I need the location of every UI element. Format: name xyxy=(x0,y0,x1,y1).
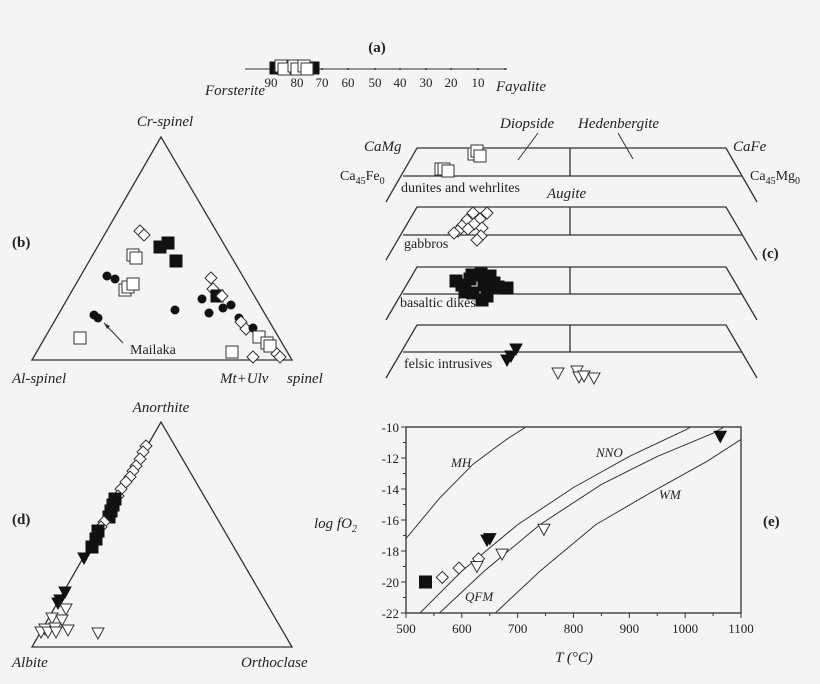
forsterite-label: Forsterite xyxy=(204,83,265,99)
olivine-ticks xyxy=(271,68,506,70)
diopside-label: Diopside xyxy=(499,116,555,132)
y-tick-label: -16 xyxy=(382,513,400,528)
pyroxene-row-felsic: felsic intrusives xyxy=(385,324,758,385)
olivine-markers xyxy=(269,59,320,76)
dunites-label: dunites and wehrlites xyxy=(401,181,520,196)
x-tick-label: 900 xyxy=(620,621,640,636)
nno-label: NNO xyxy=(595,445,623,460)
spinel-label: spinel xyxy=(287,371,323,387)
x-axis-label: T (°C) xyxy=(555,650,593,666)
svg-text:60: 60 xyxy=(342,75,355,90)
svg-text:90: 90 xyxy=(265,75,278,90)
y-axis-label: log fO2 xyxy=(314,516,357,535)
data-point xyxy=(537,523,551,536)
x-tick-label: 700 xyxy=(508,621,528,636)
felsic-intrusives-label: felsic intrusives xyxy=(404,357,492,372)
data-point xyxy=(435,570,449,584)
pyroxene-row-dunites: Ca45Fe0 Ca45Mg0 dunites and wehrlites Au… xyxy=(340,144,800,203)
panel-e: 500 600 700 800 900 1000 1100 -10 -12 -14 -16 -18 -2… xyxy=(314,420,780,666)
buffer-mh-curve xyxy=(406,427,527,539)
wm-label: WM xyxy=(659,487,682,502)
augite-label: Augite xyxy=(546,186,586,202)
cafe-label: CaFe xyxy=(733,139,767,155)
ca45fe0-label: Ca45Fe0 xyxy=(340,169,385,187)
panel-c: Diopside Hedenbergite CaMg CaFe Ca45Fe0 … xyxy=(340,116,800,385)
pyroxene-row-gabbros: gabbros xyxy=(385,206,758,261)
mh-label: MH xyxy=(450,455,472,470)
svg-text:10: 10 xyxy=(472,75,485,90)
panel-b: Cr-spinel (b) Mailaka Al-spinel M xyxy=(11,114,323,387)
buffer-wm-curve xyxy=(494,438,741,613)
svg-text:40: 40 xyxy=(394,75,407,90)
x-tick-label: 600 xyxy=(452,621,472,636)
data-point xyxy=(713,430,727,443)
data-point xyxy=(470,561,484,573)
orthoclase-label: Orthoclase xyxy=(241,655,308,671)
olivine-tick-labels: 90 80 70 60 50 40 30 20 10 xyxy=(265,75,485,90)
panel-a-label: (a) xyxy=(368,40,386,56)
svg-text:50: 50 xyxy=(369,75,382,90)
buffer-qfm-curve xyxy=(439,427,725,613)
y-tick-label: -12 xyxy=(382,451,399,466)
y-tick-label: -10 xyxy=(382,420,399,435)
panel-a: (a) 90 80 70 60 50 40 30 20 10 Forsterit… xyxy=(204,40,546,99)
qfm-label: QFM xyxy=(465,589,494,604)
svg-text:70: 70 xyxy=(316,75,329,90)
svg-text:80: 80 xyxy=(291,75,304,90)
x-tick-label: 1100 xyxy=(728,621,754,636)
fayalite-label: Fayalite xyxy=(495,79,546,95)
y-tick-label: -20 xyxy=(382,575,399,590)
panel-c-label: (c) xyxy=(762,246,779,262)
albite-label: Albite xyxy=(11,655,48,671)
data-point xyxy=(419,575,432,589)
ca45mg0-label: Ca45Mg0 xyxy=(750,169,800,187)
panel-d-label: (d) xyxy=(12,512,30,528)
panel-b-label: (b) xyxy=(12,235,30,251)
al-spinel-label: Al-spinel xyxy=(11,371,66,387)
panel-d: Anorthite (d) Albite Orthoclase xyxy=(11,400,308,671)
spinel-ternary-triangle xyxy=(30,135,294,361)
pyroxene-row-basaltic-dikes: basaltic dikes xyxy=(385,266,758,321)
x-tick-label: 1000 xyxy=(672,621,698,636)
x-tick-label: 500 xyxy=(396,621,416,636)
mt-ulv-label: Mt+Ulv xyxy=(219,371,269,387)
svg-text:20: 20 xyxy=(445,75,458,90)
y-tick-label: -14 xyxy=(382,482,400,497)
feldspar-markers xyxy=(34,439,153,640)
cr-spinel-label: Cr-spinel xyxy=(137,114,193,130)
y-tick-label: -22 xyxy=(382,606,399,621)
gabbros-label: gabbros xyxy=(404,237,448,252)
camg-label: CaMg xyxy=(364,139,402,155)
y-tick-label: -18 xyxy=(382,544,399,559)
x-tick-label: 800 xyxy=(564,621,584,636)
anorthite-label: Anorthite xyxy=(132,400,190,416)
panel-e-label: (e) xyxy=(763,514,780,530)
data-point xyxy=(452,561,466,575)
basaltic-dikes-label: basaltic dikes xyxy=(400,296,476,311)
feldspar-ternary-triangle xyxy=(30,420,294,648)
svg-text:30: 30 xyxy=(420,75,433,90)
hedenbergite-label: Hedenbergite xyxy=(577,116,659,132)
mailaka-label: Mailaka xyxy=(130,343,177,358)
data-point xyxy=(495,548,509,561)
spinel-markers xyxy=(73,224,287,364)
